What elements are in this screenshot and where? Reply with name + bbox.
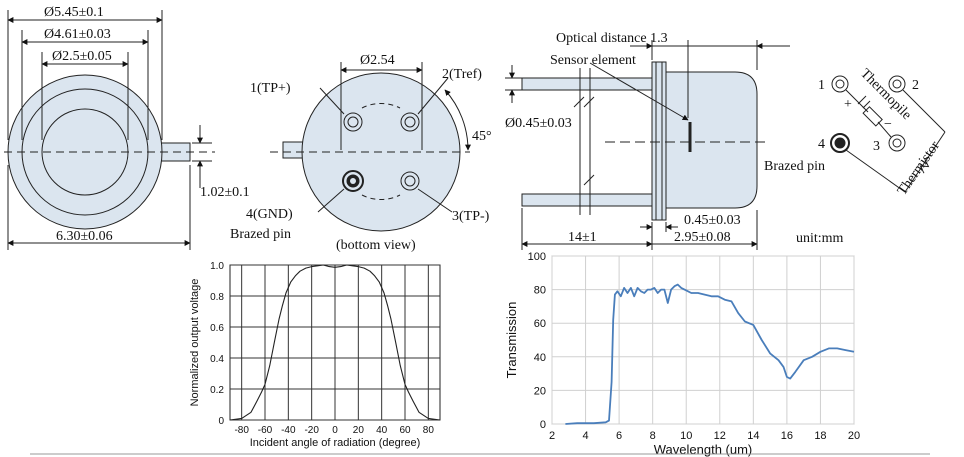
y-tick-label: 0: [540, 419, 546, 431]
pin-4-label: 4(GND): [246, 207, 293, 222]
sch-pin-1-label: 1: [818, 78, 825, 93]
y-tick-label: 0.6: [210, 323, 224, 334]
sch-pin-3-label: 3: [873, 139, 880, 154]
x-tick-label: 16: [781, 430, 793, 442]
pin-2: [400, 112, 420, 132]
y-tick-label: 0.8: [210, 292, 224, 303]
bottom-view-caption: (bottom view): [336, 238, 416, 253]
schematic: [830, 75, 946, 193]
can-body: [665, 71, 758, 209]
x-axis-label: Wavelength (um): [654, 442, 753, 457]
dim-overall-width: 6.30±0.06: [56, 229, 113, 244]
x-tick-label: 14: [747, 430, 759, 442]
x-tick-label: 8: [650, 430, 656, 442]
bottom-brazed-label: Brazed pin: [230, 227, 291, 242]
x-tick-label: 6: [616, 430, 622, 442]
body-length-label: 2.95±0.08: [674, 230, 731, 245]
pin-2-label: 2(Tref): [442, 67, 482, 82]
pin-4-brazed: [342, 170, 364, 192]
sch-pin-2-label: 2: [912, 78, 919, 93]
front-view: [4, 10, 215, 250]
y-axis-label: Transmission: [504, 302, 519, 379]
x-tick-label: 10: [680, 430, 692, 442]
lead-bottom: [521, 193, 653, 207]
flange-thickness-label: 0.45±0.03: [684, 213, 741, 228]
thermopile-label: Thermopile: [857, 66, 914, 123]
x-axis-label: Incident angle of radiation (degree): [250, 437, 421, 449]
lead-top: [521, 77, 653, 91]
dim-outer-diameter: Ø5.45±0.1: [44, 5, 104, 20]
unit-label: unit:mm: [796, 231, 844, 246]
x-tick-label: 2: [549, 430, 555, 442]
sensor-element-label: Sensor element: [550, 53, 636, 68]
x-tick-label: -80: [234, 425, 249, 436]
sch-pin-4-label: 4: [818, 137, 825, 152]
y-tick-label: 20: [534, 385, 546, 397]
sch-pin-1: [831, 75, 849, 93]
x-tick-label: 18: [814, 430, 826, 442]
dim-tab-height: 1.02±0.1: [200, 185, 250, 200]
data-series-line: [565, 283, 855, 425]
pin-3-label: 3(TP-): [452, 209, 490, 224]
y-axis-label: Normalized output voltage: [189, 279, 201, 407]
pin-1: [343, 112, 363, 132]
y-tick-label: 0.4: [210, 354, 224, 365]
dim-pin-circle: Ø2.54: [360, 53, 395, 68]
sch-pin-2: [888, 75, 906, 93]
y-tick-label: 40: [534, 352, 546, 364]
x-tick-label: 4: [582, 430, 588, 442]
y-tick-label: 80: [534, 285, 546, 297]
sch-brazed-label: Brazed pin: [764, 159, 825, 174]
y-tick-label: 1.0: [210, 261, 224, 272]
dim-cap-diameter: Ø4.61±0.03: [44, 27, 111, 42]
angular-response-chart: -80 -60 -40 -20 0 20 40 60 80 0 0.2 0.4 0.6 0.8 1.0Inc…: [189, 261, 441, 449]
x-tick-label: 20: [848, 430, 860, 442]
pin-diameter-label: Ø0.45±0.03: [505, 116, 572, 131]
x-tick-label: -60: [258, 425, 273, 436]
sch-minus: −: [884, 117, 892, 132]
x-tick-label: -20: [304, 425, 319, 436]
x-tick-label: 60: [399, 425, 411, 436]
y-tick-label: 0.2: [210, 385, 224, 396]
x-tick-label: 80: [423, 425, 435, 436]
thermistor-label: Thermistor: [895, 138, 943, 198]
dim-window-diameter: Ø2.5±0.05: [52, 49, 112, 64]
optical-distance-label: Optical distance 1.3: [556, 31, 668, 46]
plot-frame: [551, 255, 855, 425]
x-tick-label: 0: [332, 425, 338, 436]
y-tick-label: 0: [218, 416, 224, 427]
angle-label: 45°: [472, 129, 492, 144]
data-series-line: [229, 264, 441, 421]
x-tick-label: 40: [376, 425, 388, 436]
x-tick-label: 20: [353, 425, 365, 436]
bottom-view: [270, 62, 471, 232]
sch-pin-4: [830, 133, 850, 153]
pin-1-label: 1(TP+): [250, 81, 291, 96]
sch-plus: +: [844, 97, 852, 112]
x-tick-label: 12: [714, 430, 726, 442]
y-tick-label: 100: [528, 251, 546, 263]
pin-3: [400, 171, 420, 191]
y-tick-label: 60: [534, 318, 546, 330]
x-tick-label: -40: [281, 425, 296, 436]
side-view: [505, 40, 790, 250]
sch-pin-3: [888, 134, 906, 152]
lead-length-label: 14±1: [568, 230, 597, 245]
